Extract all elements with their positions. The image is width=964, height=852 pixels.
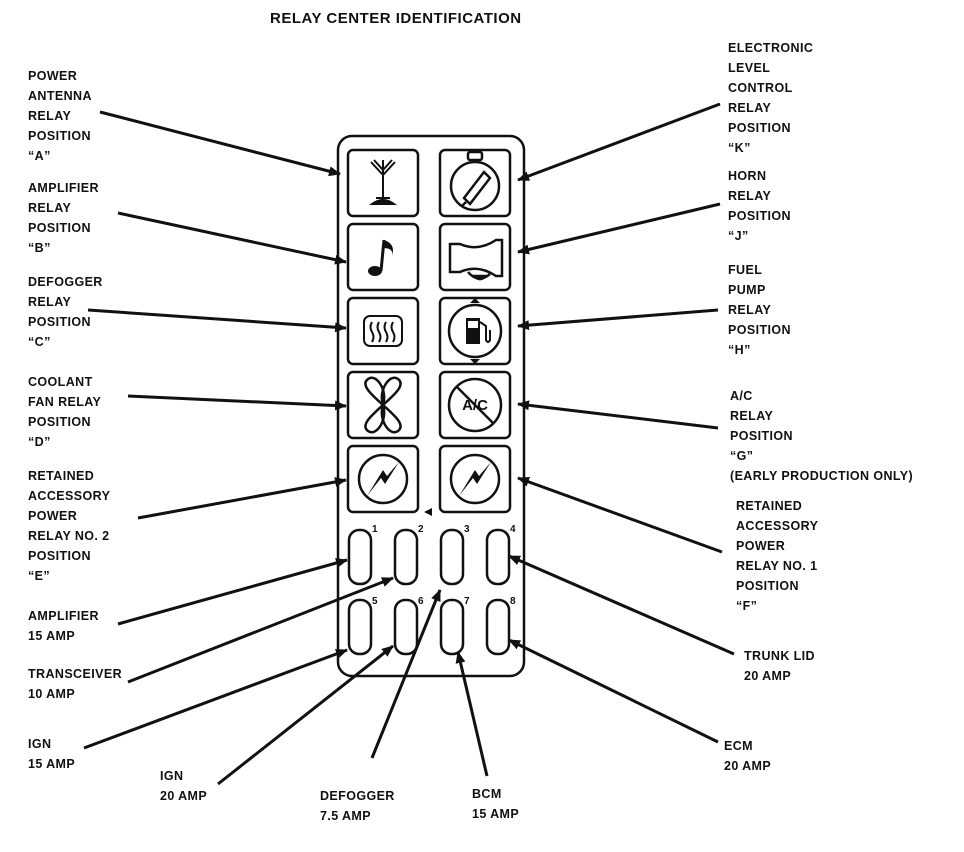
label-ecm-fuse: ECM 20 AMP [724,739,772,773]
leader-arrow-fuse-3 [370,589,442,759]
leader-arrow-relay-b [117,211,347,265]
leader-arrow-fuse-4 [508,554,735,656]
fuse-5 [347,598,373,656]
label-defogger-relay: DEFOGGER RELAY POSITION “C” [28,275,103,349]
ac-icon: A/C [447,377,503,433]
leader-arrow-fuse-7 [455,651,489,777]
label-coolant-fan-relay: COOLANT FAN RELAY POSITION “D” [28,375,102,449]
label-transceiver-fuse: TRANSCEIVER 10 AMP [28,667,122,701]
leader-arrow-fuse-2 [127,576,394,684]
label-fuel-pump-relay: FUEL PUMP RELAY POSITION “H” [728,263,791,357]
leader-arrow-fuse-5 [83,648,348,750]
label-horn-relay: HORN RELAY POSITION “J” [728,169,791,243]
fuse-number: 4 [510,524,516,535]
fan-icon [364,376,402,434]
diagram-title: RELAY CENTER IDENTIFICATION [270,10,522,27]
label-ign-15-fuse: IGN 15 AMP [28,737,76,771]
label-bcm-fuse: BCM 15 AMP [472,787,520,821]
leader-arrow-relay-k [517,102,721,182]
leader-arrow-relay-d [127,394,347,411]
leader-arrow-relay-h [517,308,719,331]
label-defogger-fuse: DEFOGGER 7.5 AMP [320,789,395,823]
leader-arrow-relay-a [99,110,341,177]
orientation-marker [424,508,432,516]
horn-icon [448,238,504,281]
fuse-number: 8 [510,596,516,607]
fuse-8 [485,598,511,656]
label-trunk-lid-fuse: TRUNK LID 20 AMP [744,649,815,683]
fuse-4 [485,528,511,586]
fuse-number: 3 [464,524,470,535]
antenna-icon [368,159,398,205]
label-electronic-level-control-relay: ELECTRONIC LEVEL CONTROL RELAY POSITION … [728,41,814,155]
label-retained-accessory-relay-1: RETAINED ACCESSORY POWER RELAY NO. 1 POS… [736,499,819,613]
fuse-number: 6 [418,596,424,607]
fuel-pump-icon [447,298,503,364]
label-power-antenna-relay: POWER ANTENNA RELAY POSITION “A” [28,69,92,163]
fuse-1 [347,528,373,586]
leader-arrow-fuse-1 [117,558,348,626]
music-note-icon [368,239,393,276]
leader-arrow-fuse-6 [217,644,394,786]
label-amplifier-fuse: AMPLIFIER 15 AMP [28,609,99,643]
fuse-6 [393,598,419,656]
leader-arrow-relay-g [517,400,719,430]
relay-c-block [346,296,420,366]
label-ac-relay: A/C RELAY POSITION “G” (EARLY PRODUCTION… [730,389,914,483]
fuse-2 [393,528,419,586]
label-retained-accessory-relay-2: RETAINED ACCESSORY POWER RELAY NO. 2 POS… [28,469,111,583]
fuse-number: 5 [372,596,378,607]
lightning-icon [357,453,409,505]
leader-arrow-relay-e [137,477,347,520]
fuse-3 [439,528,465,586]
ac-icon-text: A/C [462,397,488,414]
level-gauge-icon [449,150,501,212]
leader-arrow-relay-f [517,476,723,554]
fuse-number: 1 [372,524,378,535]
fuse-number: 7 [464,596,470,607]
leader-arrow-fuse-8 [508,638,719,744]
label-ign-20-fuse: IGN 20 AMP [160,769,208,803]
fuse-number: 2 [418,524,424,535]
fuse-7 [439,598,465,656]
leader-arrow-relay-j [517,202,721,255]
rear-defogger-icon [363,315,403,347]
leader-arrow-relay-c [87,308,347,333]
lightning-icon [449,453,501,505]
label-amplifier-relay: AMPLIFIER RELAY POSITION “B” [28,181,99,255]
